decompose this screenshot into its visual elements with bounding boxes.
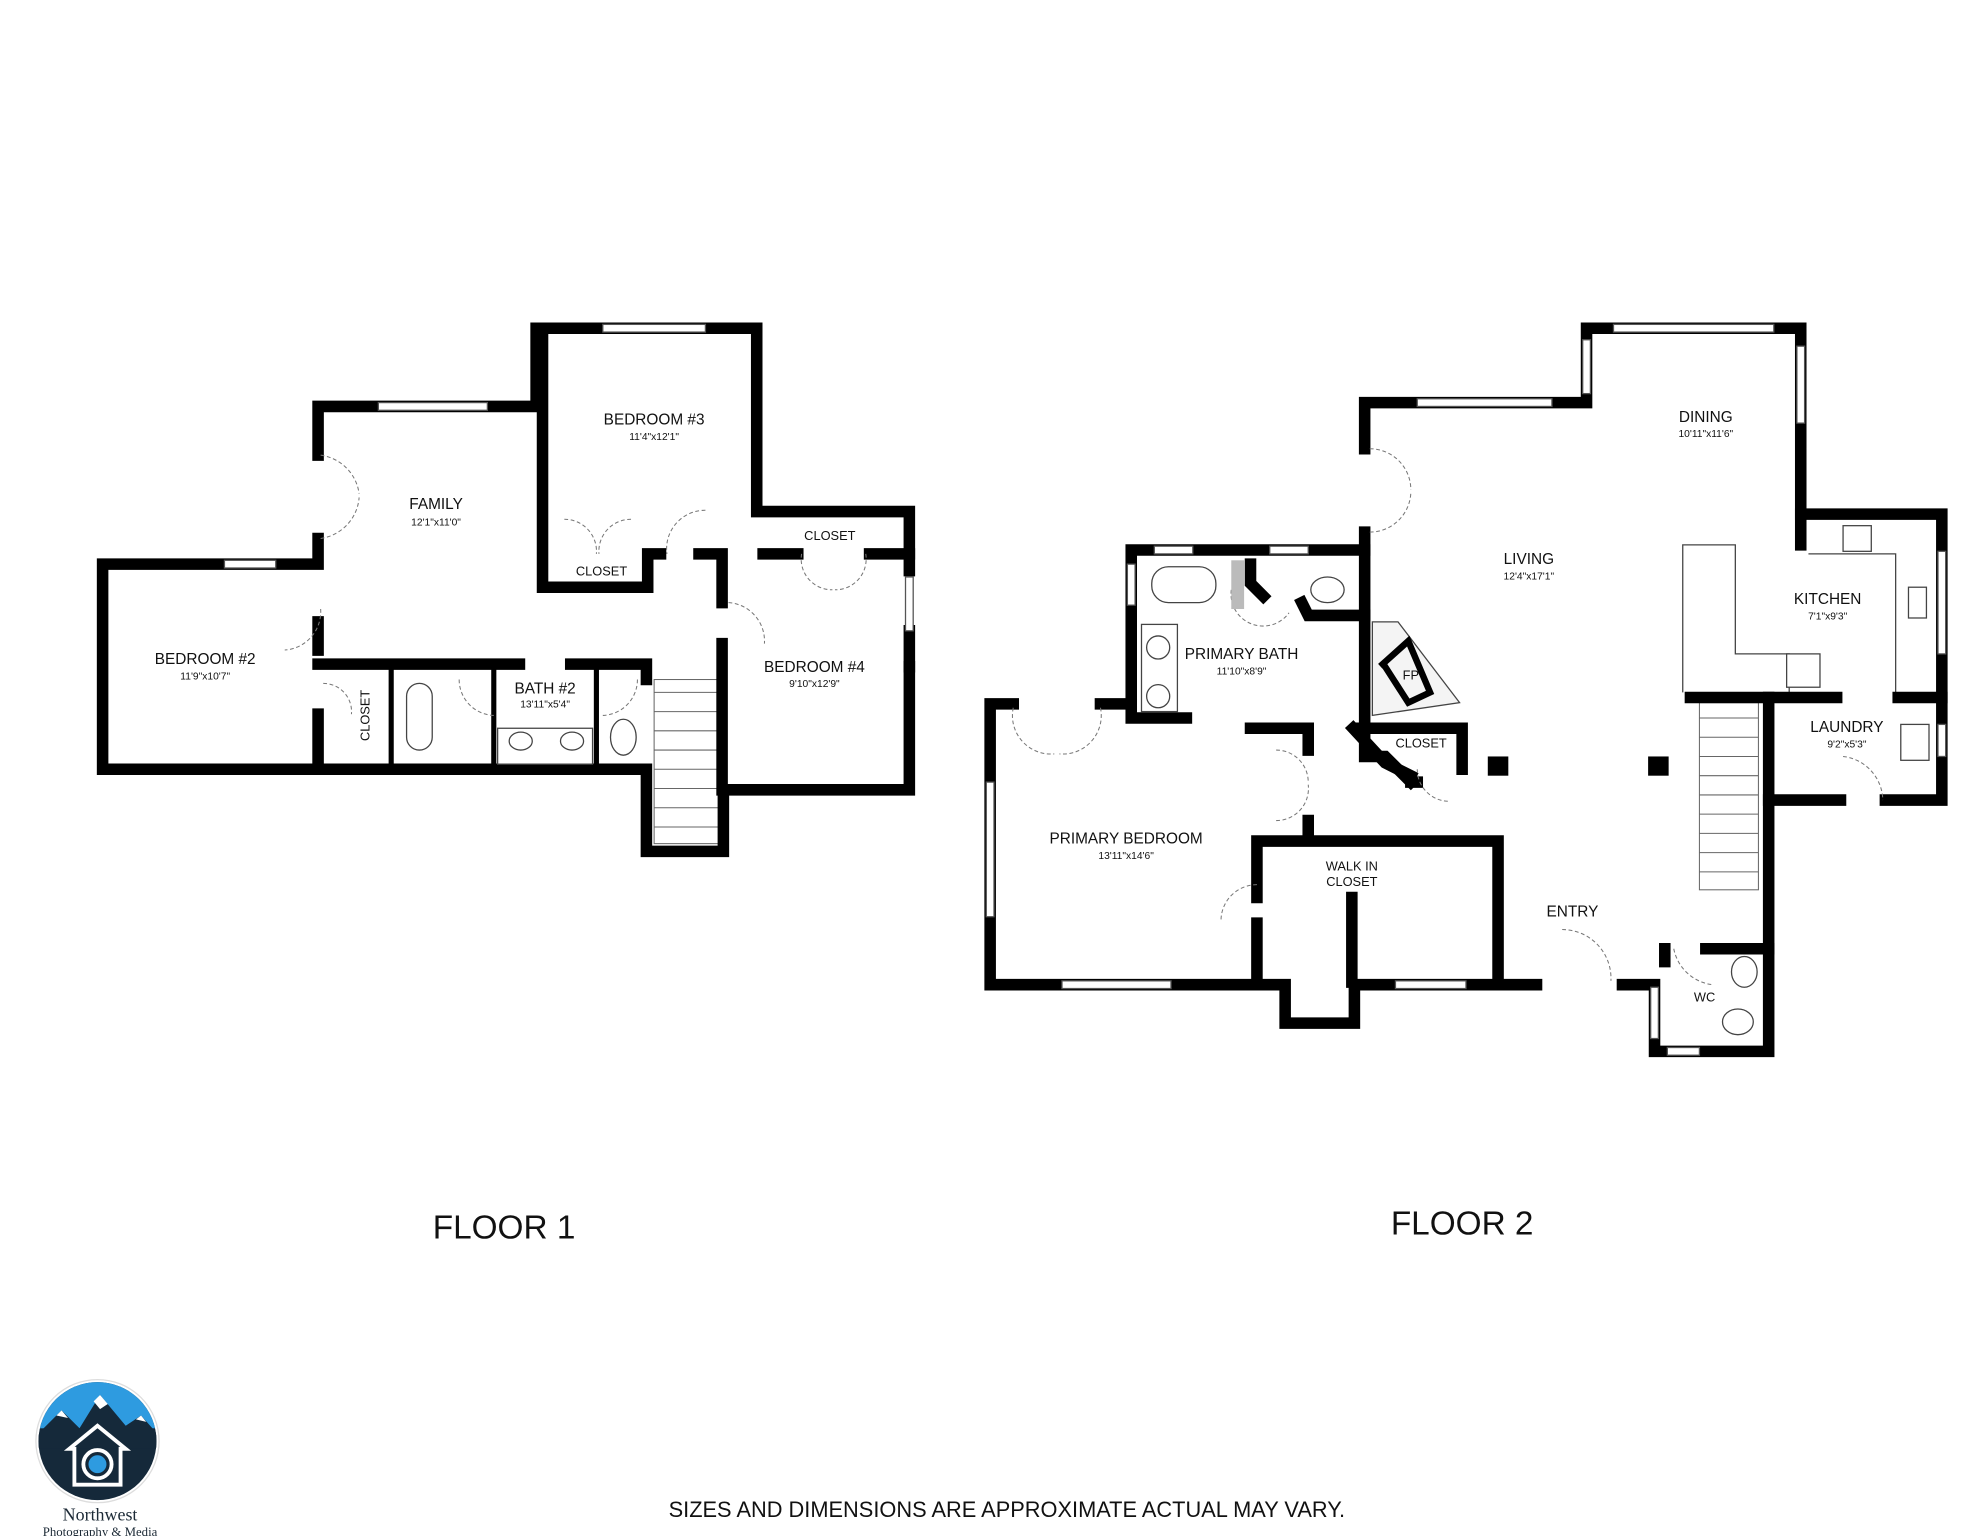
bathtub (405, 682, 433, 751)
room-dims: 13'11"x5'4" (520, 700, 570, 711)
floor-2-doors (1011, 448, 1884, 986)
room-name: LAUNDRY (1810, 719, 1883, 736)
closet-label: CLOSET (576, 564, 627, 579)
laundry-sink (1900, 723, 1930, 761)
room-dims: 11'9"x10'7" (180, 672, 230, 683)
room-dims: 7'1"x9'3" (1808, 611, 1847, 622)
room-dims: 9'10"x12'9" (789, 679, 840, 690)
entry-label: ENTRY (1547, 904, 1599, 921)
room-dims: 11'10"x8'9" (1217, 666, 1267, 677)
room-name: BATH #2 (514, 681, 575, 698)
floor-1-doors (284, 454, 867, 716)
room-name: KITCHEN (1794, 591, 1861, 608)
fireplace-label: FP (1403, 668, 1419, 683)
kitchen-counters (1682, 525, 1930, 761)
room-name: FAMILY (409, 496, 463, 513)
closet-label: CLOSET (357, 690, 372, 741)
logo-text: Photography & Media (43, 1525, 158, 1536)
toilet (1310, 576, 1345, 604)
sink (1145, 635, 1171, 660)
washer (1785, 653, 1821, 688)
company-logo: Northwest Photography & Media (35, 1378, 160, 1536)
room-dims: 13'11"x14'6" (1098, 851, 1154, 862)
logo-text: Northwest (63, 1505, 138, 1525)
room-name: PRIMARY BATH (1185, 646, 1299, 663)
walk-in-label: CLOSET (1326, 874, 1377, 889)
walk-in-label: WALK IN (1326, 859, 1378, 874)
floor-2-stairs (1698, 702, 1759, 891)
toilet (1721, 1008, 1754, 1036)
room-name: DINING (1679, 409, 1733, 426)
room-dims: 10'11"x11'6" (1678, 429, 1733, 440)
floor-1-walls (96, 322, 916, 858)
floor-1-stairs (653, 679, 722, 845)
column (1487, 756, 1509, 776)
room-name: BEDROOM #4 (764, 659, 865, 676)
bathtub (1151, 566, 1217, 604)
fireplace: FP (1371, 621, 1461, 717)
floor-2-windows (985, 323, 1947, 1056)
column (1648, 756, 1669, 776)
toilet (1730, 955, 1758, 988)
kitchen-sink (1907, 586, 1928, 619)
room-name: BEDROOM #3 (604, 411, 705, 428)
room-dims: 9'2"x5'3" (1827, 739, 1866, 750)
closet-label: CLOSET (1395, 735, 1446, 750)
sink (1145, 684, 1171, 709)
wc-label: WC (1694, 989, 1715, 1004)
sink (559, 731, 585, 751)
room-dims: 12'1"x11'0" (411, 518, 461, 529)
room-dims: 11'4"x12'1" (629, 432, 679, 443)
room-dims: 12'4"x17'1" (1504, 572, 1555, 583)
stove (1842, 525, 1872, 552)
room-name: LIVING (1504, 551, 1554, 568)
floor-2-label: FLOOR 2 (1391, 1206, 1534, 1243)
floor-1-plan: FAMILY 12'1"x11'0" BEDROOM #3 11'4"x12'1… (96, 322, 916, 1247)
floor-2-plan: FP (984, 322, 1948, 1243)
closet-label: CLOSET (804, 528, 855, 543)
floor-1-label: FLOOR 1 (433, 1210, 576, 1247)
camera-house-icon (63, 1423, 132, 1487)
floor-2-walls (984, 322, 1948, 1058)
sink (508, 731, 533, 751)
room-name: PRIMARY BEDROOM (1049, 831, 1202, 848)
disclaimer: SIZES AND DIMENSIONS ARE APPROXIMATE ACT… (669, 1497, 1345, 1522)
toilet (609, 718, 637, 756)
floor-1-fixtures (405, 682, 637, 765)
floor-2-fixtures (1140, 560, 1758, 1036)
floor-1-windows (223, 323, 914, 632)
room-name: BEDROOM #2 (155, 651, 256, 668)
